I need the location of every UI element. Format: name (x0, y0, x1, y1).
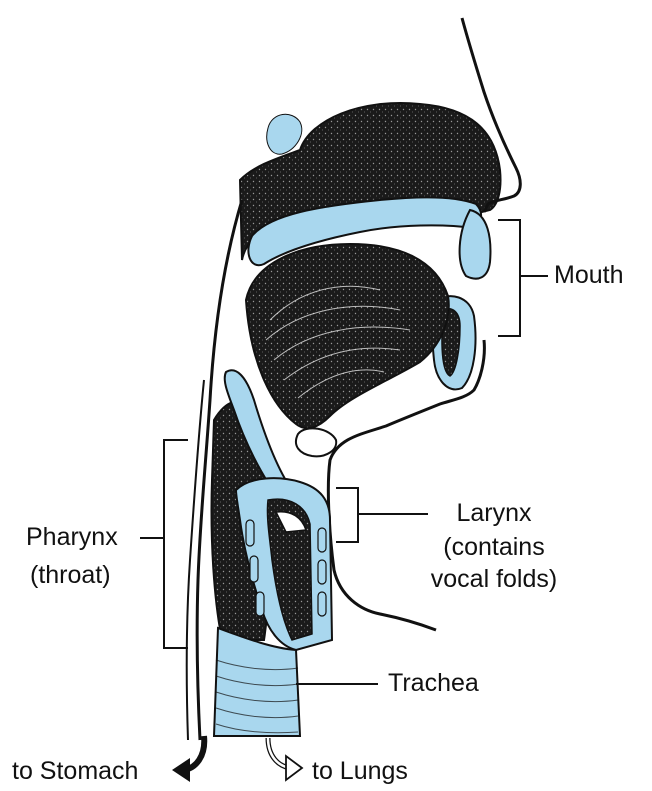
stomach-arrow-icon (172, 736, 204, 782)
larynx-bracket (336, 488, 428, 542)
to-lungs-label: to Lungs (312, 756, 408, 786)
larynx-sublabel-1: (contains (424, 532, 564, 562)
pharynx-bracket (140, 440, 188, 648)
larynx-sublabel-2: vocal folds) (412, 564, 576, 594)
lungs-arrow-icon (268, 738, 302, 780)
esophagus-front (187, 380, 204, 740)
adenoid-blob (267, 114, 302, 154)
mouth-bracket (498, 220, 548, 336)
pharynx-label: Pharynx (26, 522, 118, 552)
trachea-label: Trachea (388, 668, 479, 698)
hyoid-bone (296, 428, 336, 456)
to-stomach-label: to Stomach (12, 756, 138, 786)
pharynx-sublabel: (throat) (30, 560, 111, 590)
upper-lip (460, 210, 491, 279)
mouth-label: Mouth (554, 260, 623, 290)
tongue (246, 244, 449, 428)
larynx-label: Larynx (434, 498, 554, 528)
